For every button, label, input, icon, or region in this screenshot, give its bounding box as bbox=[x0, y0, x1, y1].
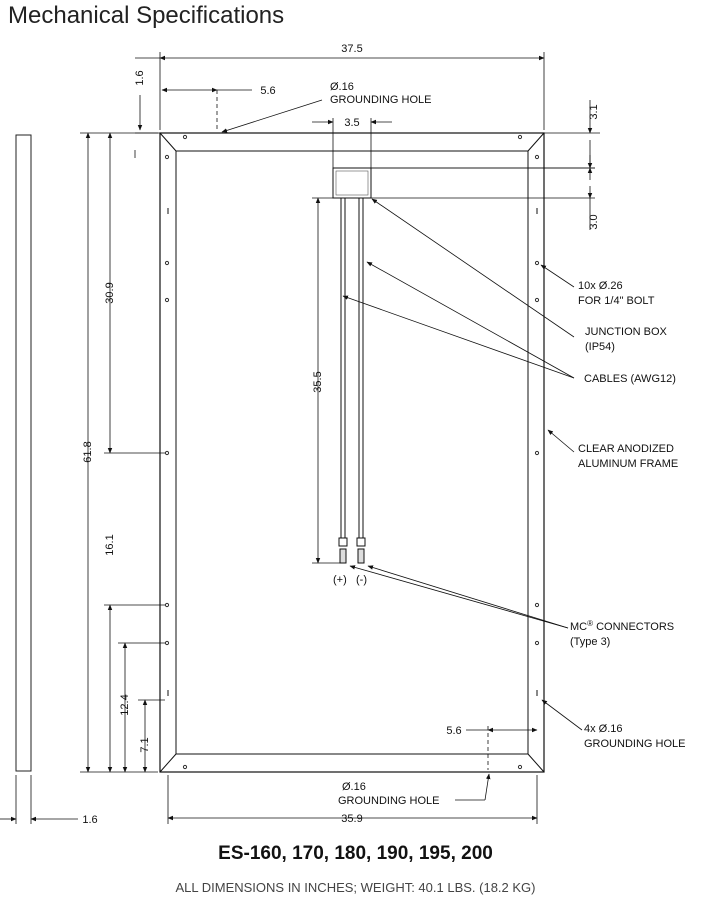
callout-ground-bottom-dia: Ø.16 bbox=[342, 781, 366, 793]
dim-frame-top: 1.6 bbox=[134, 70, 146, 85]
mc-connectors bbox=[338, 537, 366, 564]
dim-ground-bottom: 5.6 bbox=[446, 725, 461, 737]
panel-frame-outer bbox=[159, 132, 545, 773]
dim-frame-depth: 1.6 bbox=[82, 814, 97, 826]
dim-hole-7-1: 7.1 bbox=[139, 737, 151, 752]
callout-mc-type: (Type 3) bbox=[570, 636, 610, 648]
mounting-holes bbox=[164, 134, 540, 770]
callout-frame-1: CLEAR ANODIZED bbox=[578, 443, 674, 455]
model-list: ES-160, 170, 180, 190, 195, 200 bbox=[218, 843, 493, 864]
callout-bolt-size: FOR 1/4" BOLT bbox=[578, 295, 655, 307]
callout-mc-connectors: MC® CONNECTORS bbox=[570, 619, 674, 634]
dim-width-top: 37.5 bbox=[341, 43, 362, 55]
side-profile bbox=[15, 134, 32, 772]
dim-hole-16-1: 16.1 bbox=[104, 534, 116, 555]
dim-hole-12-4: 12.4 bbox=[119, 694, 131, 715]
dim-ground-top: 5.6 bbox=[260, 85, 275, 97]
dim-width-bottom: 35.9 bbox=[341, 813, 362, 825]
label-negative: (-) bbox=[356, 574, 367, 586]
callout-ground-bottom-label: GROUNDING HOLE bbox=[338, 795, 439, 807]
callout-frame-2: ALUMINUM FRAME bbox=[578, 458, 678, 470]
callout-cables: CABLES (AWG12) bbox=[584, 373, 676, 385]
page-title: Mechanical Specifications bbox=[8, 2, 285, 29]
callout-ground-top-dia: Ø.16 bbox=[330, 81, 354, 93]
callout-jbox: JUNCTION BOX bbox=[585, 326, 668, 338]
dim-jbox-top: 3.1 bbox=[588, 104, 600, 119]
callout-ground4-count: 4x Ø.16 bbox=[584, 723, 623, 735]
corner-ticks bbox=[167, 208, 538, 696]
dim-height-total: 61.8 bbox=[82, 441, 94, 462]
dim-cable-length: 35.5 bbox=[312, 371, 324, 392]
callout-jbox-rating: (IP54) bbox=[585, 341, 615, 353]
panel-frame-inner bbox=[175, 150, 529, 755]
dim-jbox-height: 3.0 bbox=[588, 214, 600, 229]
label-positive: (+) bbox=[333, 574, 347, 586]
dimension-note: ALL DIMENSIONS IN INCHES; WEIGHT: 40.1 L… bbox=[175, 880, 536, 895]
dim-jbox-width: 3.5 bbox=[344, 117, 359, 129]
frame-miters bbox=[159, 132, 545, 773]
callout-bolt-count: 10x Ø.26 bbox=[578, 280, 623, 292]
junction-box bbox=[332, 167, 372, 199]
cables bbox=[340, 198, 364, 540]
callout-ground4-label: GROUNDING HOLE bbox=[584, 738, 685, 750]
callout-ground-top-label: GROUNDING HOLE bbox=[330, 94, 431, 106]
dim-hole-30-9: 30.9 bbox=[104, 282, 116, 303]
